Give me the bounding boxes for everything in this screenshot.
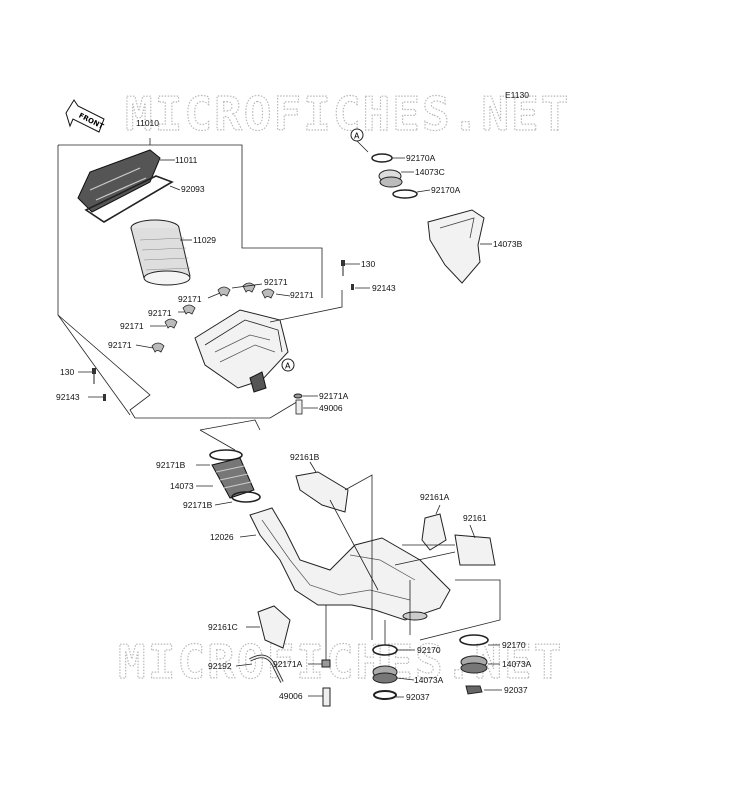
label-92171-f: 92171 bbox=[108, 340, 132, 350]
bolt-right-part bbox=[341, 260, 370, 290]
label-92170A-2: 92170A bbox=[431, 185, 461, 195]
duct-14073B-part bbox=[427, 209, 492, 284]
label-11010: 11010 bbox=[136, 118, 159, 128]
label-14073: 14073 bbox=[170, 481, 194, 491]
label-92171-d: 92171 bbox=[148, 308, 172, 318]
filter-element-part bbox=[130, 219, 192, 286]
tube-49006-top-part bbox=[293, 393, 318, 415]
label-92192: 92192 bbox=[208, 661, 232, 671]
label-92161A: 92161A bbox=[420, 492, 450, 502]
cover-92161C-part bbox=[246, 605, 291, 649]
label-49006-top: 49006 bbox=[319, 403, 343, 413]
intake-hose-lines bbox=[199, 419, 261, 451]
cover-92161-part bbox=[394, 524, 501, 641]
svg-text:A: A bbox=[285, 362, 291, 371]
label-12026: 12026 bbox=[210, 532, 234, 542]
label-11029: 11029 bbox=[193, 235, 216, 245]
label-92170-1: 92170 bbox=[417, 645, 441, 655]
label-92143-right: 92143 bbox=[372, 283, 396, 293]
label-92161B: 92161B bbox=[290, 452, 320, 462]
hose-92192-part bbox=[235, 654, 284, 683]
gasket-part bbox=[84, 175, 181, 223]
part-labels: 11010 11011 92093 11029 92171 92171 9217… bbox=[56, 118, 532, 702]
clip-parts bbox=[135, 282, 291, 353]
label-14073B: 14073B bbox=[493, 239, 523, 249]
airbox-case-part bbox=[194, 290, 343, 393]
label-130-left: 130 bbox=[60, 367, 74, 377]
ref-marker-a-upper: A bbox=[350, 128, 369, 153]
filter-cover-part bbox=[77, 149, 175, 213]
label-49006-bottom: 49006 bbox=[279, 691, 303, 701]
cover-92161A-part bbox=[421, 504, 447, 551]
label-92171-e: 92171 bbox=[120, 321, 144, 331]
label-92170A-1: 92170A bbox=[406, 153, 436, 163]
label-92143-left: 92143 bbox=[56, 392, 80, 402]
label-92037-1: 92037 bbox=[406, 692, 430, 702]
bolt-left-part bbox=[78, 368, 106, 401]
upper-clamp-parts bbox=[371, 153, 431, 199]
watermark-top: MICROFICHES.NET bbox=[125, 87, 570, 141]
cover-92161B-part bbox=[295, 461, 379, 640]
ref-marker-a-lower: A bbox=[281, 358, 295, 372]
label-92161: 92161 bbox=[463, 513, 487, 523]
label-14073A-1: 14073A bbox=[414, 675, 444, 685]
diagram-code: E1130 bbox=[505, 90, 529, 100]
label-14073A-2: 14073A bbox=[502, 659, 532, 669]
airbox-boundary-lines bbox=[57, 138, 323, 419]
label-92170-2: 92170 bbox=[502, 640, 526, 650]
label-11011: 11011 bbox=[175, 155, 198, 165]
lower-right-clamp-parts bbox=[459, 634, 502, 695]
label-92171-a: 92171 bbox=[264, 277, 288, 287]
label-14073C: 14073C bbox=[415, 167, 445, 177]
label-92093: 92093 bbox=[181, 184, 205, 194]
lower-left-clamp-parts bbox=[372, 620, 415, 700]
intake-duct-12026-part bbox=[239, 507, 451, 621]
label-92161C: 92161C bbox=[208, 622, 238, 632]
watermark-bottom: MICROFICHES.NET bbox=[118, 635, 563, 689]
tube-49006-bottom-part bbox=[308, 605, 331, 707]
hose-14073-part bbox=[196, 449, 261, 506]
label-92171-b: 92171 bbox=[290, 290, 314, 300]
label-92171B-2: 92171B bbox=[183, 500, 213, 510]
front-arrow-icon: FRONT bbox=[65, 99, 105, 133]
label-92171B-1: 92171B bbox=[156, 460, 186, 470]
svg-text:A: A bbox=[354, 132, 360, 141]
label-92037-2: 92037 bbox=[504, 685, 528, 695]
label-92171A-bottom: 92171A bbox=[273, 659, 303, 669]
label-92171-c: 92171 bbox=[178, 294, 202, 304]
label-92171A-top: 92171A bbox=[319, 391, 349, 401]
label-130-right: 130 bbox=[361, 259, 375, 269]
